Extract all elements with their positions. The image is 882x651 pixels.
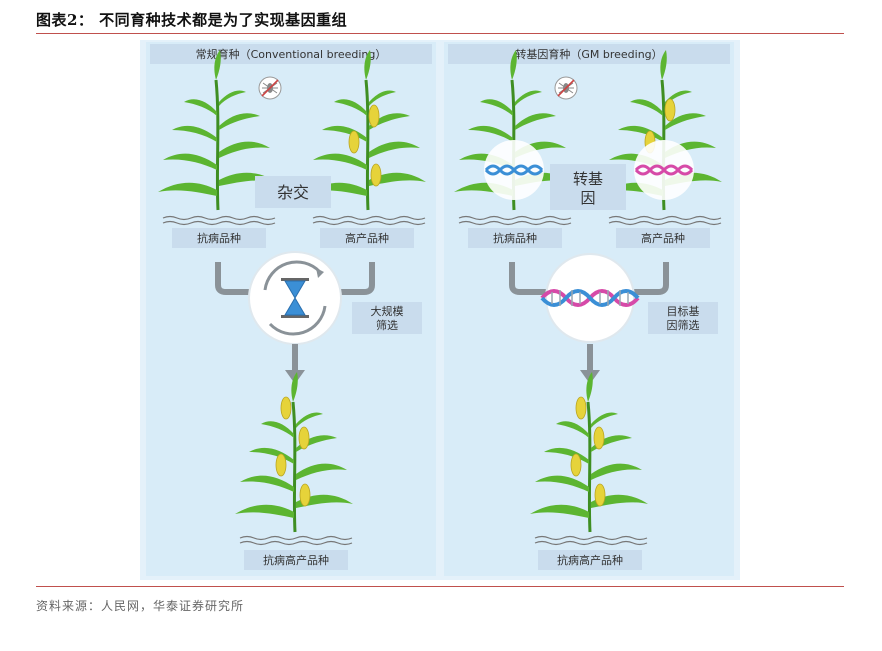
figure-title: 图表2： 不同育种技术都是为了实现基因重组 (36, 11, 348, 29)
merge-arrow-right (630, 262, 669, 295)
gm-breeding-panel: 转基因育种（GM breeding） 转基 因 (444, 42, 734, 576)
hourglass-icon (248, 251, 342, 345)
resistant-parent-plant (452, 48, 574, 226)
target-gene-selection-line2: 因筛选 (667, 318, 700, 332)
gene-transfer-line1: 转基 (573, 170, 603, 188)
selection-label-line1: 大规模 (371, 304, 404, 318)
gene-transfer-box (550, 164, 626, 210)
pest-icon (258, 76, 282, 100)
high-yield-parent-plant (602, 48, 724, 226)
source-note: 资料来源：人民网，华泰证券研究所 (36, 599, 245, 613)
hybridization-box (255, 176, 331, 208)
high-yield-variety-label: 高产品种 (641, 231, 685, 245)
panel-header-box (448, 44, 730, 64)
gm-header: 转基因育种（GM breeding） (515, 47, 662, 61)
breeding-diagram: 常规育种（Conventional breeding） 杂交 抗病品种 高产品种 (140, 40, 740, 580)
selection-label-line2: 筛选 (376, 318, 398, 332)
high-yield-variety-label: 高产品种 (345, 231, 389, 245)
resistant-variety-label: 抗病品种 (493, 231, 537, 245)
pest-icon (554, 76, 578, 100)
conventional-header: 常规育种（Conventional breeding） (196, 47, 387, 61)
merge-arrow-left (509, 262, 550, 295)
title-divider (36, 33, 844, 34)
resistant-variety-label: 抗病品种 (197, 231, 241, 245)
source-divider (36, 586, 844, 587)
hybridization-label: 杂交 (277, 183, 309, 202)
conventional-breeding-panel: 常规育种（Conventional breeding） 杂交 抗病品种 高产品种 (146, 42, 436, 576)
merge-arrow-left (215, 262, 258, 295)
gene-transfer-line2: 因 (580, 189, 595, 207)
target-gene-selection-box (648, 302, 718, 334)
target-gene-selection-line1: 目标基 (667, 304, 700, 318)
result-variety-label: 抗病高产品种 (263, 553, 329, 567)
result-variety-label: 抗病高产品种 (557, 553, 623, 567)
dna-icon (540, 253, 640, 343)
selection-box (352, 302, 422, 334)
merge-arrow-right (330, 262, 375, 295)
